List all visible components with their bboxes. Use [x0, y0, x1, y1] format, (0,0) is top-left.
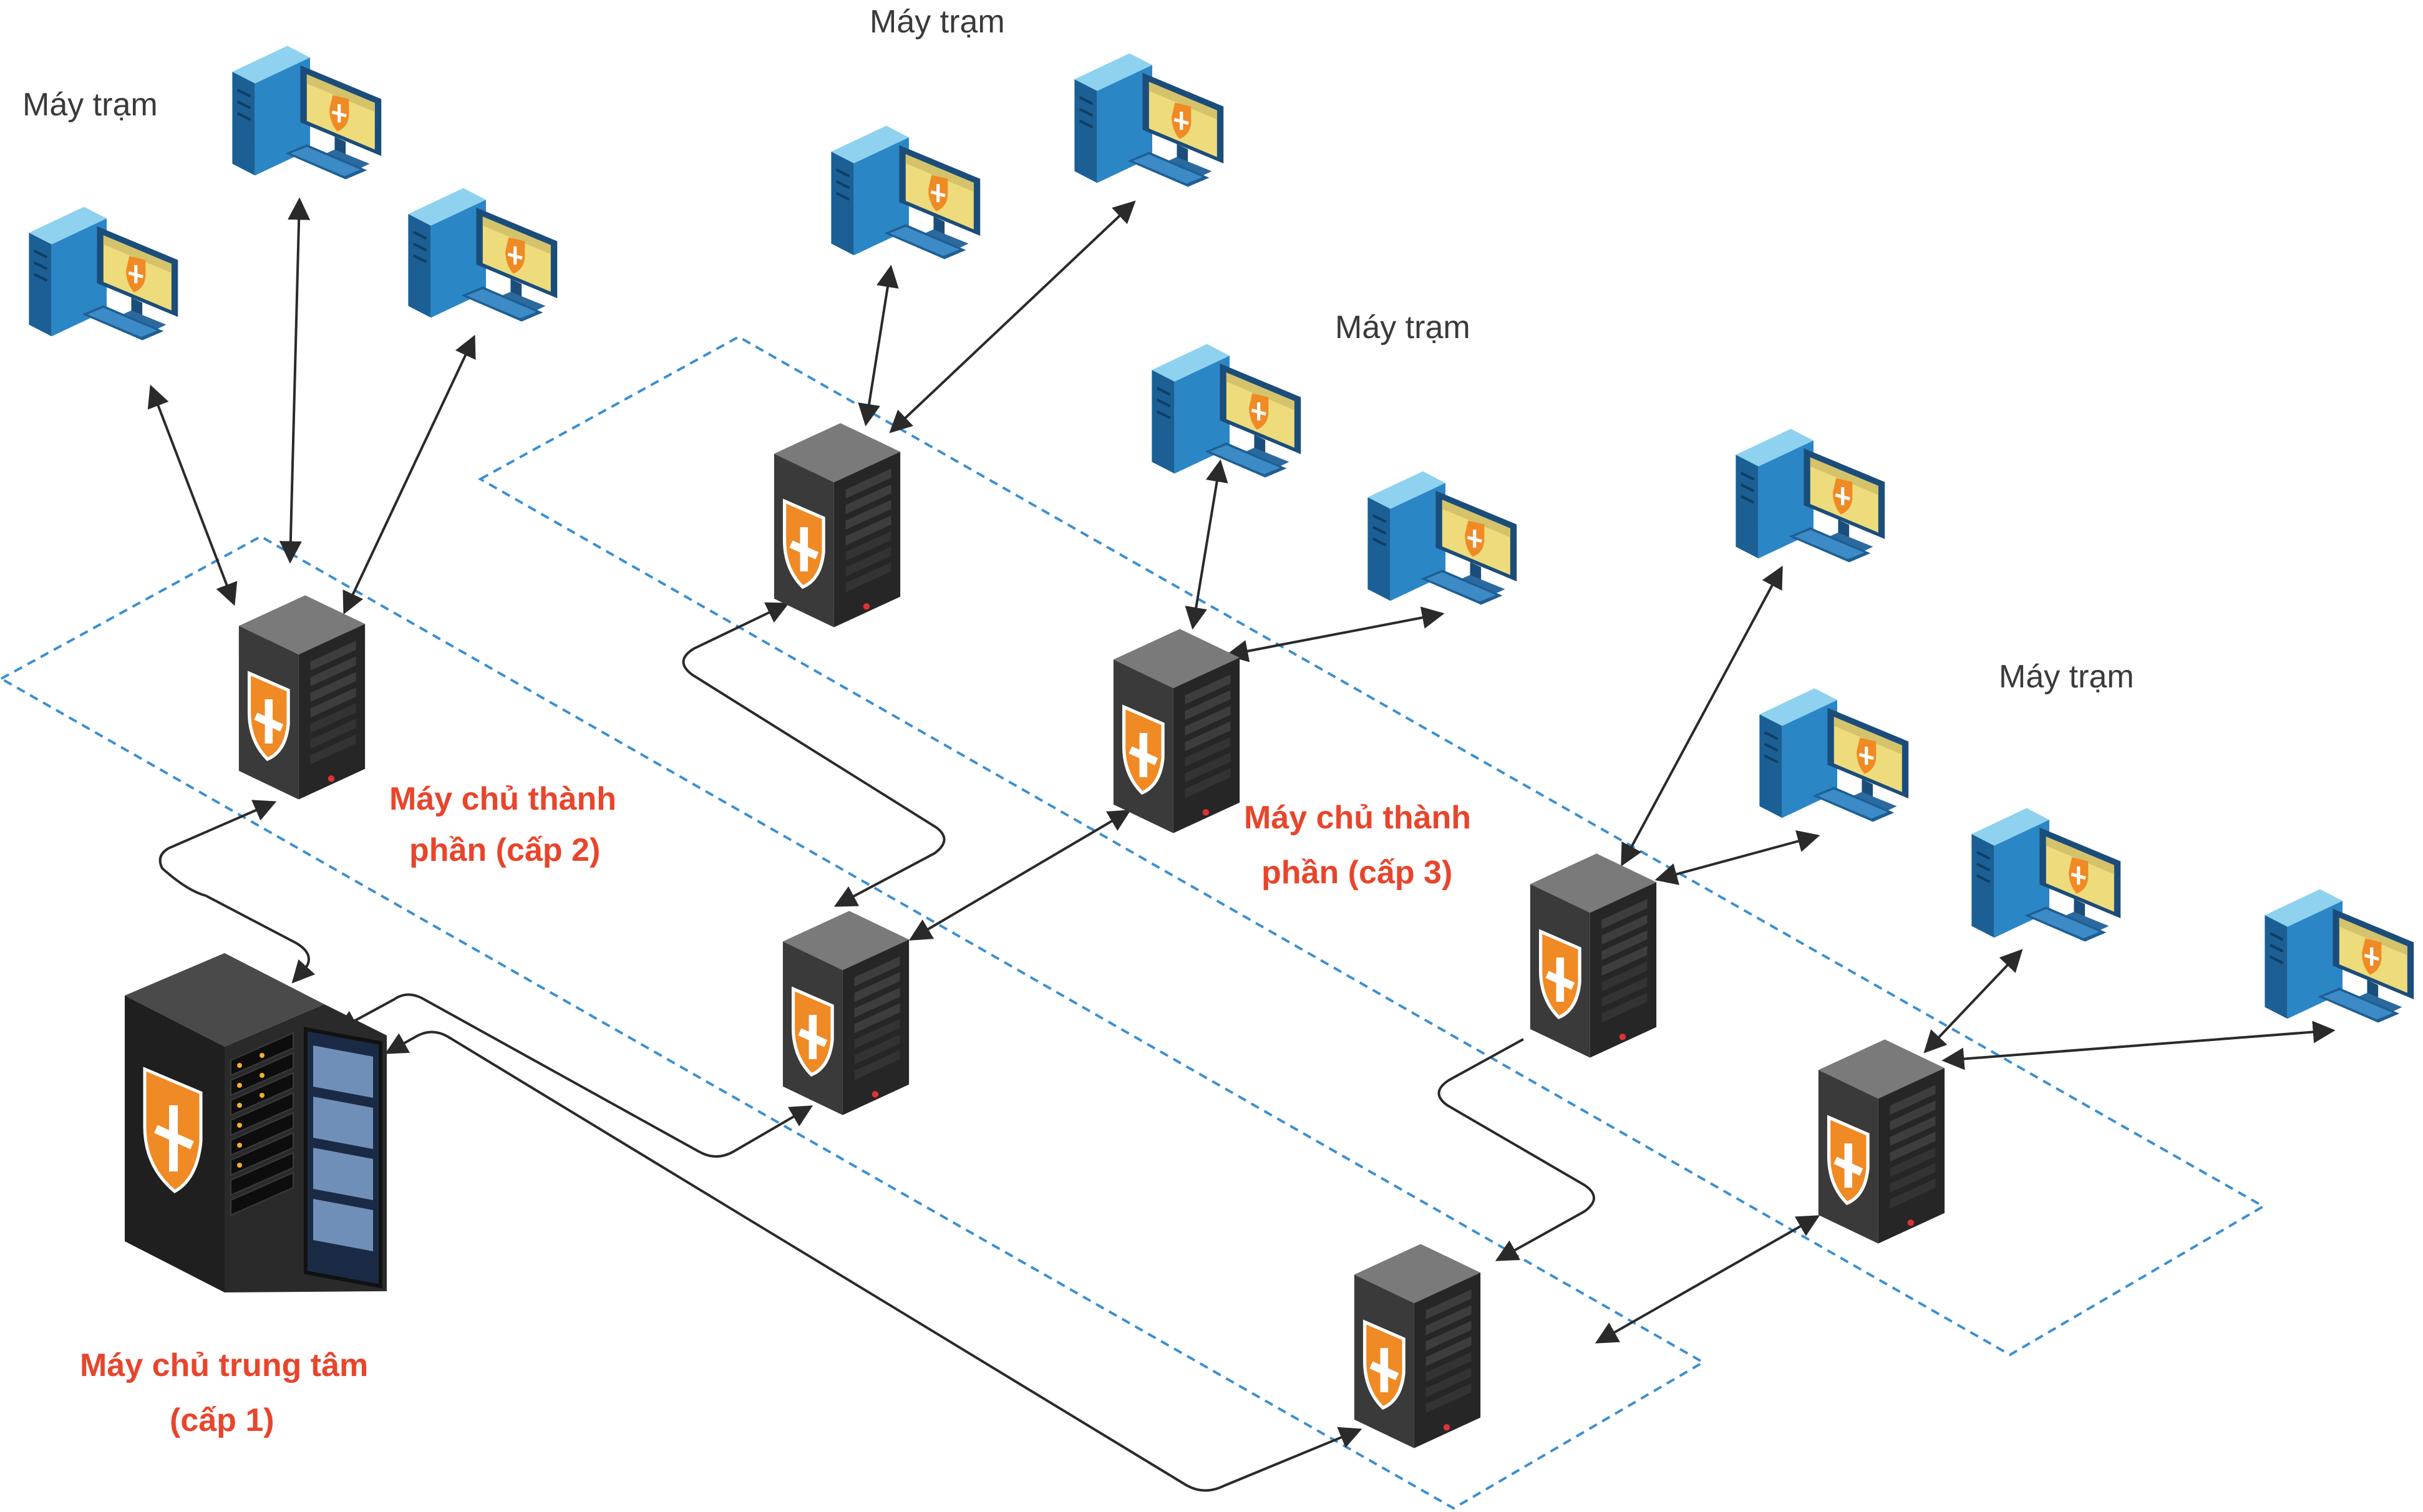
tier3-server-label: phần (cấp 3): [1261, 855, 1452, 891]
link-central-tier2: [158, 800, 316, 984]
workstation-label: Máy trạm: [22, 87, 158, 123]
link-bottom-s4: [1595, 1215, 1820, 1344]
workstation-icon: [2265, 889, 2414, 1023]
workstation-label: Máy trạm: [1335, 309, 1470, 346]
tower-server-icon: [1354, 1244, 1480, 1448]
link-s1-ws1: [858, 264, 899, 427]
workstation-icon: [1759, 689, 1908, 822]
link-s2-ws1: [1185, 459, 1228, 630]
tower-server-icon: [774, 423, 900, 627]
link-s4-ws2: [1941, 1020, 2336, 1070]
workstations: [29, 46, 2414, 1023]
link-mid-s2: [908, 810, 1132, 941]
link-left-ws2: [279, 197, 311, 564]
workstation-icon: [1736, 429, 1885, 563]
link-central-tier2-mid: [334, 993, 813, 1158]
central-server-label: Máy chủ trung tâm: [80, 1347, 368, 1384]
tower-server-icon: [783, 911, 909, 1115]
link-s1-ws2: [889, 200, 1136, 434]
link-s2-ws2: [1225, 606, 1445, 662]
workstation-icon: [1074, 54, 1223, 187]
central-server-label: (cấp 1): [170, 1402, 274, 1438]
servers: [239, 423, 1945, 1448]
workstation-icon: [831, 126, 980, 259]
dashed-zones: [0, 335, 2266, 1510]
link-mid-top: [682, 602, 946, 907]
link-s4-ws1: [1923, 949, 2023, 1054]
workstation-icon: [1152, 344, 1301, 478]
tower-server-icon: [1818, 1039, 1945, 1243]
tier2-server-label: Máy chủ thành: [389, 781, 616, 817]
tower-server-icon: [239, 595, 365, 799]
tower-server-icon: [1530, 853, 1656, 1057]
workstation-icon: [1367, 472, 1517, 605]
zone-tier3: [477, 335, 2266, 1357]
tier3-server-label: Máy chủ thành: [1244, 800, 1471, 836]
link-s3-ws1: [1621, 565, 1783, 867]
tower-server-icon: [1114, 629, 1240, 833]
link-s3-bottom: [1437, 1038, 1595, 1261]
labels: Máy trạm Máy trạm Máy trạm Máy trạm Máy …: [22, 4, 2134, 1438]
link-left-ws3: [342, 334, 476, 615]
workstation-icon: [232, 46, 381, 180]
rack-server-icon: [125, 953, 387, 1292]
link-central-bottom: [384, 1030, 1362, 1492]
workstation-icon: [29, 207, 178, 341]
link-s3-ws2: [1654, 830, 1820, 885]
workstation-icon: [408, 188, 557, 322]
workstation-label: Máy trạm: [870, 4, 1005, 40]
workstation-icon: [1971, 808, 2120, 942]
tier2-server-label: phần (cấp 2): [409, 832, 600, 868]
connectors: [147, 197, 2336, 1492]
workstation-label: Máy trạm: [1999, 659, 2134, 695]
link-left-ws1: [147, 384, 238, 606]
